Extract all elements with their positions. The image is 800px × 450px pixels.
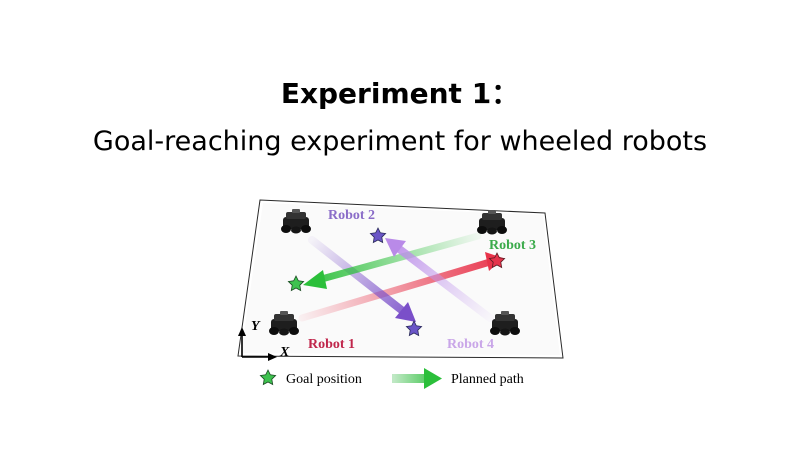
robot-3-label: Robot 3 bbox=[489, 238, 536, 253]
robot-1-label: Robot 1 bbox=[308, 337, 355, 352]
legend-arrow-icon bbox=[392, 368, 442, 389]
page-subtitle: Goal-reaching experiment for wheeled rob… bbox=[92, 126, 708, 157]
legend-path-label: Planned path bbox=[451, 372, 524, 387]
planned-path-robot-2 bbox=[308, 236, 416, 322]
robot-2-label: Robot 2 bbox=[328, 208, 375, 223]
page-title: Experiment 1： bbox=[280, 77, 520, 110]
axes-indicator: Y X bbox=[238, 319, 290, 361]
planned-path-robot-3 bbox=[303, 232, 482, 289]
legend-goal-label: Goal position bbox=[286, 372, 362, 387]
legend: Goal position Planned path bbox=[259, 368, 524, 389]
legend-star-icon bbox=[259, 369, 277, 385]
planned-path-robot-4 bbox=[385, 238, 494, 322]
y-axis-label: Y bbox=[251, 319, 261, 334]
robot-4-label: Robot 4 bbox=[447, 337, 494, 352]
x-axis-label: X bbox=[279, 345, 290, 360]
